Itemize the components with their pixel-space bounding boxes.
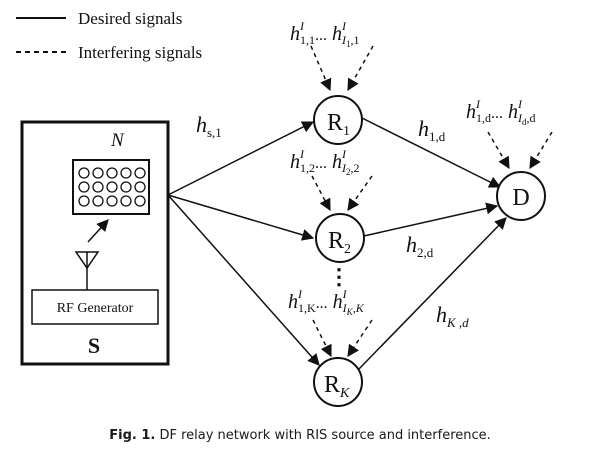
- link-s-rk: [167, 194, 320, 366]
- legend: Desired signals Interfering signals: [16, 9, 202, 62]
- ris-element: [134, 181, 146, 193]
- link-r1-d: [359, 116, 502, 188]
- relay-k-circle: [313, 357, 363, 407]
- caption-prefix: Fig. 1.: [109, 428, 156, 443]
- ris-element: [92, 167, 104, 179]
- ris-element: [78, 181, 90, 193]
- interf-d-a: [487, 131, 510, 170]
- caption-text: DF relay network with RIS source and int…: [155, 428, 491, 443]
- destination-label: D: [512, 185, 529, 211]
- interf-r1-a: [310, 45, 332, 92]
- channel-h2d: h2,d: [406, 232, 434, 260]
- figure-caption: Fig. 1. DF relay network with RIS source…: [0, 428, 600, 443]
- interf-rk-b: [347, 319, 373, 357]
- source-label: S: [88, 333, 100, 358]
- ris-element: [78, 195, 90, 207]
- relay-1-circle: [313, 95, 363, 145]
- interf-r2-b: [347, 175, 373, 211]
- ris-element: [120, 167, 132, 179]
- ris-element: [134, 167, 146, 179]
- link-r2-d: [363, 202, 499, 237]
- ris-element: [106, 195, 118, 207]
- legend-desired-label: Desired signals: [78, 9, 182, 28]
- relay-k-label: RK: [324, 372, 350, 401]
- rf-generator-label: RF Generator: [57, 301, 134, 316]
- link-rk-d: [357, 217, 507, 371]
- ris-element: [92, 195, 104, 207]
- ris-element: [134, 195, 146, 207]
- interf-r1-b: [347, 45, 374, 92]
- legend-interfering-label: Interfering signals: [78, 43, 202, 62]
- channel-hkd: hK ,d: [436, 302, 469, 330]
- ris-element-count-label: N: [110, 130, 125, 151]
- interf-r2-a: [311, 175, 331, 212]
- source-box: N RF Generator S: [20, 120, 170, 366]
- link-s-r2: [167, 194, 315, 241]
- antenna-to-ris-arrow: [87, 219, 109, 243]
- interference-links: [310, 45, 553, 358]
- ris-element: [92, 181, 104, 193]
- ris-element: [120, 181, 132, 193]
- ris-element: [78, 167, 90, 179]
- channel-hs1: hs,1: [196, 112, 222, 140]
- ris-element: [120, 195, 132, 207]
- relay-2-circle: [315, 213, 365, 263]
- relay-node-2: R2: [315, 213, 365, 263]
- interf-d-b: [529, 131, 553, 170]
- ris-elements: [78, 167, 146, 207]
- relay-1-label: R1: [327, 110, 350, 139]
- ris-element: [106, 167, 118, 179]
- link-s-r1: [167, 121, 315, 196]
- destination-circle: [496, 171, 546, 221]
- destination-node: D: [496, 171, 546, 221]
- relay-node-k: RK: [313, 357, 363, 407]
- relay-2-label: R2: [328, 228, 351, 257]
- source-frame: [20, 120, 170, 366]
- interf-rk-a: [312, 319, 332, 358]
- channel-h1d: h1,d: [418, 116, 446, 144]
- desired-links: [167, 116, 507, 371]
- relay-ellipsis: ⋮: [328, 264, 350, 289]
- rf-generator-box: [31, 289, 159, 325]
- ris-element: [106, 181, 118, 193]
- relay-node-1: R1: [313, 95, 363, 145]
